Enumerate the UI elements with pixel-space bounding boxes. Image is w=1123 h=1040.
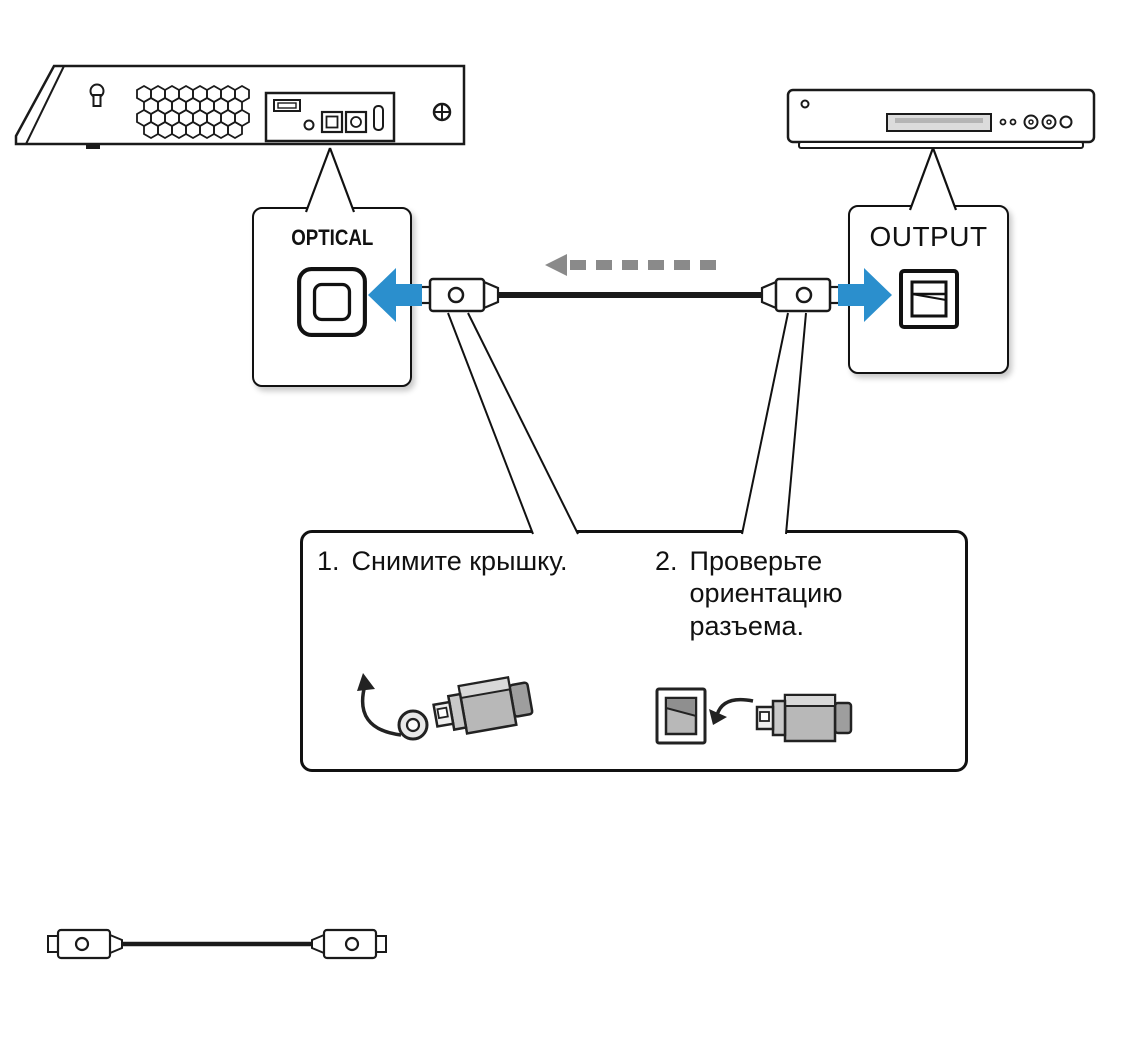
disc-tray-icon [886, 113, 992, 132]
front-jacks-icons [999, 114, 1073, 130]
insert-arrow-right-icon [838, 268, 892, 322]
rear-ports-panel [264, 91, 396, 143]
instruction-box: 1. Снимите крышку. 2. Проверьте ориентац… [300, 530, 968, 772]
step2-number: 2. [655, 546, 678, 576]
connector-side-icon [755, 693, 853, 743]
cable-connector-right [760, 277, 846, 313]
soundbar-foot [86, 144, 100, 149]
callout-pointer-right [908, 147, 958, 211]
service-slot-icon [373, 105, 384, 131]
optical-input-port-icon [297, 267, 367, 337]
step-2: 2. Проверьте ориентацию разъема. [655, 545, 885, 642]
screw-icon [432, 102, 452, 122]
aux-jack-icon [303, 119, 315, 131]
insert-arrow-icon [709, 697, 754, 725]
step1-number: 1. [317, 546, 340, 576]
step2-text: Проверьте ориентацию разъема. [689, 546, 843, 641]
detail-pointer-left [447, 312, 579, 535]
detail-pointer-right [741, 312, 807, 535]
optical-cable-connection [368, 254, 892, 322]
speaker-grille-pattern [136, 84, 250, 140]
remove-cap-illustration [357, 673, 534, 741]
signal-direction-arrow [545, 254, 716, 276]
optical-output-port-icon [898, 269, 959, 329]
connector-cap-icon [397, 709, 429, 741]
step1-text: Снимите крышку. [351, 546, 568, 576]
optical-label: OPTICAL [290, 225, 374, 250]
keyhole-icon [89, 83, 105, 107]
step-1: 1. Снимите крышку. [317, 545, 568, 577]
output-label: OUTPUT [869, 221, 988, 252]
optical-cable-product-illustration [47, 928, 387, 960]
insert-arrow-left-icon [368, 268, 422, 322]
callout-pointer-left [304, 147, 356, 213]
cable-connector-left [416, 277, 500, 313]
soundbar-rear-illustration [14, 64, 466, 149]
rotate-arrow-icon [357, 673, 402, 737]
check-orientation-illustration [655, 687, 853, 745]
port-front-icon [655, 687, 707, 745]
player-front-illustration [786, 88, 1096, 149]
device-base [798, 141, 1084, 149]
power-led-icon [800, 99, 810, 109]
